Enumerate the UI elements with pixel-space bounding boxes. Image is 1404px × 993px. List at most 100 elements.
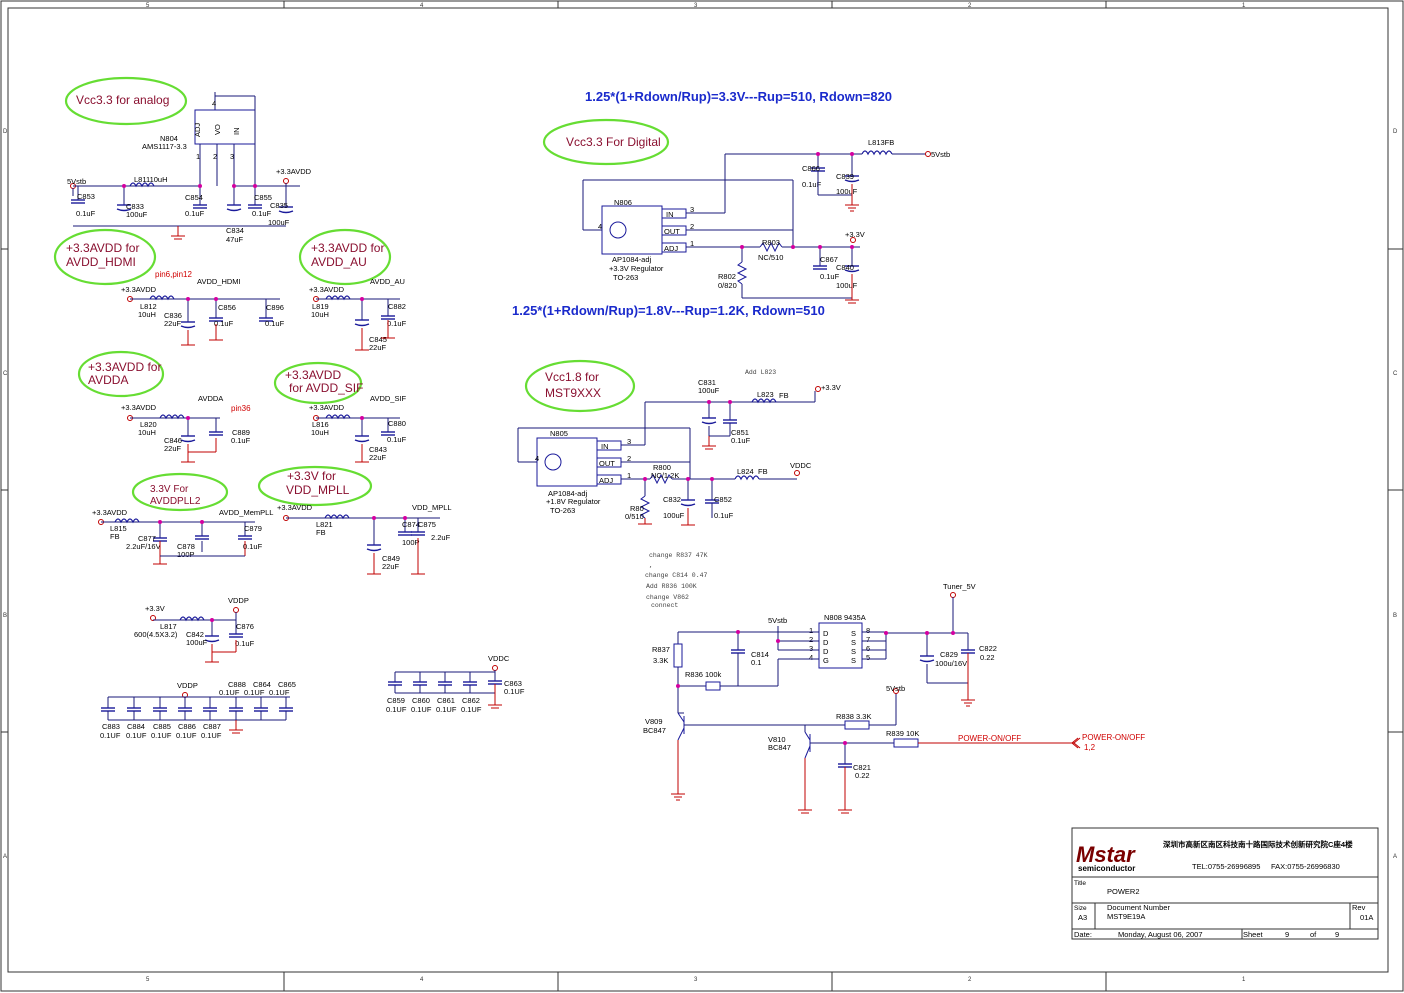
- svg-text:R800: R800: [653, 463, 671, 472]
- svg-text:4: 4: [212, 99, 216, 108]
- zone-col-top: 3: [694, 3, 698, 9]
- svg-text:AVDD_HDMI: AVDD_HDMI: [197, 277, 241, 286]
- zone-row-right: D: [1393, 129, 1398, 135]
- zone-col-bottom: 3: [694, 977, 698, 983]
- bubble-avdd-au: +3.3AVDD for AVDD_AU: [298, 228, 392, 286]
- svg-text:0.1uF: 0.1uF: [731, 436, 751, 445]
- svg-text:22uF: 22uF: [164, 319, 182, 328]
- svg-text:+3.3V: +3.3V: [145, 604, 165, 613]
- svg-text:100u/16V: 100u/16V: [935, 659, 967, 668]
- svg-text:IN: IN: [232, 128, 241, 136]
- svg-text:L816: L816: [312, 420, 329, 429]
- svg-text:0.1UF: 0.1UF: [244, 688, 265, 697]
- svg-text:C845: C845: [369, 335, 387, 344]
- svg-text:AP1084-adj: AP1084-adj: [548, 489, 588, 498]
- svg-text:3: 3: [809, 644, 813, 653]
- svg-text:4: 4: [535, 454, 539, 463]
- svg-text:FB: FB: [110, 532, 120, 541]
- svg-text:3.3V For: 3.3V For: [150, 484, 189, 495]
- svg-text:AMS1117-3.3: AMS1117-3.3: [142, 142, 187, 151]
- svg-text:connect: connect: [651, 602, 678, 609]
- zone-col-top: 5: [146, 3, 150, 9]
- svg-text:0.1UF: 0.1UF: [436, 705, 457, 714]
- company-address: 深圳市高新区南区科技南十路国际技术创新研究院C座4楼: [1163, 839, 1353, 849]
- svg-text:0.1uF: 0.1uF: [214, 319, 234, 328]
- circuit-n806-digital: L813FB 5Vstb C866 0.1uF C839 100uF N806 …: [582, 138, 950, 304]
- svg-text:S: S: [851, 638, 856, 647]
- svg-text:AVDD_AU: AVDD_AU: [311, 255, 367, 269]
- svg-text:100uF: 100uF: [698, 386, 720, 395]
- svg-text:IN: IN: [601, 442, 609, 451]
- svg-text:change C814 0.47: change C814 0.47: [645, 572, 708, 579]
- svg-text:C887: C887: [203, 722, 221, 731]
- svg-text:Mstar: Mstar: [1076, 842, 1136, 867]
- svg-text:C879: C879: [244, 524, 262, 533]
- svg-text:ADJ: ADJ: [599, 476, 613, 485]
- svg-text:AVDDA: AVDDA: [88, 373, 128, 387]
- svg-text:R837: R837: [652, 645, 670, 654]
- svg-text:Sheet: Sheet: [1243, 930, 1264, 939]
- svg-text:5Vstb: 5Vstb: [886, 684, 905, 693]
- bubble-avdd-sif: +3.3AVDD for AVDD_SIF: [273, 361, 363, 405]
- zone-col-top: 2: [968, 3, 972, 9]
- svg-text:3: 3: [230, 152, 234, 161]
- svg-text:for AVDD_SIF: for AVDD_SIF: [289, 381, 363, 395]
- zone-col-bottom: 5: [146, 977, 150, 983]
- svg-text:10uH: 10uH: [311, 310, 329, 319]
- svg-text:+3.3V: +3.3V: [845, 230, 865, 239]
- svg-text:L813FB: L813FB: [868, 138, 894, 147]
- svg-text:C840: C840: [836, 263, 854, 272]
- svg-text:R839 10K: R839 10K: [886, 729, 919, 738]
- bubble-vdd-mpll: +3.3V for VDD_MPLL: [257, 465, 373, 507]
- svg-text:L812: L812: [140, 302, 157, 311]
- svg-text:1: 1: [809, 626, 813, 635]
- svg-text:L821: L821: [316, 520, 333, 529]
- svg-text:NC/510: NC/510: [758, 253, 783, 262]
- zone-col-top: 1: [1242, 3, 1246, 9]
- svg-text:0.1uF: 0.1uF: [265, 319, 285, 328]
- bubble-vcc33-analog: Vcc3.3 for analog: [64, 76, 188, 126]
- svg-text:R803: R803: [762, 238, 780, 247]
- svg-text:POWER-ON/OFF: POWER-ON/OFF: [958, 734, 1021, 743]
- svg-text:of: of: [1310, 930, 1317, 939]
- svg-text:IN: IN: [666, 210, 674, 219]
- svg-text:pin6,pin12: pin6,pin12: [155, 270, 192, 279]
- svg-text:0.1UF: 0.1UF: [386, 705, 407, 714]
- svg-text:C822: C822: [979, 644, 997, 653]
- svg-text:C877: C877: [138, 534, 156, 543]
- svg-text:C862: C862: [462, 696, 480, 705]
- svg-text:Date:: Date:: [1074, 930, 1092, 939]
- svg-text:NC/1.2K: NC/1.2K: [651, 471, 679, 480]
- svg-text:C829: C829: [940, 650, 958, 659]
- svg-text:G: G: [823, 656, 829, 665]
- bubble-avdd-hdmi: +3.3AVDD for AVDD_HDMI: [53, 228, 157, 286]
- svg-text:1: 1: [627, 471, 631, 480]
- svg-text:N805: N805: [550, 429, 568, 438]
- svg-text:0.1uF: 0.1uF: [387, 319, 407, 328]
- equation-3v3: 1.25*(1+Rdown/Rup)=3.3V---Rup=510, Rdown…: [585, 89, 892, 104]
- sheet-date: Monday, August 06, 2007: [1118, 930, 1203, 939]
- svg-text:change R837 47K: change R837 47K: [649, 552, 708, 559]
- svg-text:100uF: 100uF: [268, 218, 290, 227]
- svg-text:47uF: 47uF: [226, 235, 244, 244]
- svg-text:Rev: Rev: [1352, 903, 1366, 912]
- svg-text:C896: C896: [266, 303, 284, 312]
- svg-text:C861: C861: [437, 696, 455, 705]
- circuit-vdd-mpll: +3.3AVDD VDD_MPLL L821 FB C849 22uF C874…: [277, 503, 452, 575]
- circuit-vddp: +3.3V VDDP L817 600(4.5X3.2) C842 100uF …: [134, 596, 255, 663]
- svg-text:VDDC: VDDC: [488, 654, 510, 663]
- svg-text:22uF: 22uF: [382, 562, 400, 571]
- svg-text:100P: 100P: [402, 538, 420, 547]
- svg-text:+3.3AVDD for: +3.3AVDD for: [66, 241, 139, 255]
- svg-text:0.1UF: 0.1UF: [151, 731, 172, 740]
- circuit-avdd-hdmi: pin6,pin12 AVDD_HDMI +3.3AVDD L812 10uH …: [121, 270, 285, 346]
- svg-text:C876: C876: [236, 622, 254, 631]
- svg-text:+3.3AVDD: +3.3AVDD: [121, 285, 157, 294]
- svg-text:5Vstb: 5Vstb: [768, 616, 787, 625]
- sheet-title: POWER2: [1107, 887, 1140, 896]
- svg-text:OUT: OUT: [599, 459, 615, 468]
- svg-text:C839: C839: [836, 172, 854, 181]
- svg-text:BC847: BC847: [643, 726, 666, 735]
- zone-row-left: B: [3, 613, 7, 619]
